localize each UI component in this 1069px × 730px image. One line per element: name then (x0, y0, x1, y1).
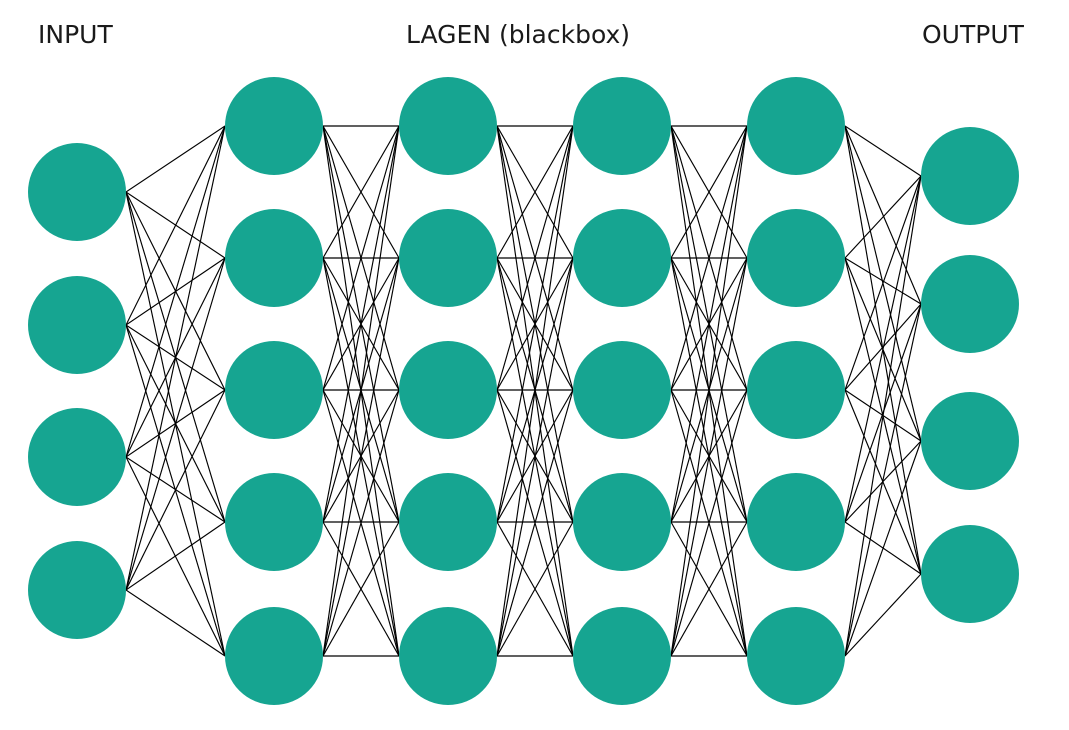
hidden-neuron (573, 77, 671, 175)
hidden-layers-label: LAGEN (blackbox) (406, 20, 631, 49)
input-neuron (28, 276, 126, 374)
connection-line (844, 125, 922, 305)
connection-line (322, 125, 400, 391)
connection-line (125, 125, 226, 458)
hidden-neuron (747, 77, 845, 175)
connection-line (844, 440, 922, 657)
connection-line (496, 389, 574, 657)
hidden-neuron (399, 209, 497, 307)
connection-line (670, 389, 748, 657)
connection-line (670, 521, 748, 657)
connection-line (125, 125, 226, 193)
connection-line (496, 125, 574, 391)
connection-line (844, 175, 922, 523)
input-neuron (28, 143, 126, 241)
connection-line (322, 257, 400, 657)
input-neuron (28, 541, 126, 639)
hidden-neuron (747, 607, 845, 705)
connection-line (496, 257, 574, 657)
connection-line (322, 521, 400, 657)
connection-line (125, 125, 226, 326)
connection-line (844, 175, 922, 657)
hidden-neuron (399, 341, 497, 439)
connection-line (125, 589, 226, 657)
connection-line (322, 125, 400, 657)
input-label: INPUT (38, 20, 113, 49)
connection-line (125, 389, 226, 591)
connection-line (670, 125, 748, 657)
connection-line (670, 125, 748, 259)
connection-line (844, 257, 922, 305)
connections (125, 125, 922, 657)
hidden-neuron (399, 607, 497, 705)
hidden-neuron (747, 341, 845, 439)
hidden-neuron (573, 607, 671, 705)
output-neuron (921, 255, 1019, 353)
connection-line (322, 125, 400, 523)
connection-line (844, 175, 922, 391)
output-label: OUTPUT (922, 20, 1024, 49)
hidden-neuron (573, 209, 671, 307)
connection-line (496, 125, 574, 523)
hidden-neuron (225, 77, 323, 175)
connection-line (125, 257, 226, 591)
neurons (28, 77, 1019, 705)
connection-line (125, 125, 226, 591)
connection-line (125, 521, 226, 591)
hidden-neuron (573, 341, 671, 439)
connection-line (844, 303, 922, 657)
hidden-neuron (399, 473, 497, 571)
connection-line (670, 125, 748, 391)
connection-line (322, 125, 400, 259)
connection-line (844, 125, 922, 177)
connection-line (670, 125, 748, 523)
hidden-neuron (225, 209, 323, 307)
connection-line (496, 125, 574, 657)
hidden-neuron (225, 607, 323, 705)
hidden-neuron (747, 209, 845, 307)
connection-line (844, 573, 922, 657)
output-neuron (921, 392, 1019, 490)
hidden-neuron (747, 473, 845, 571)
connection-line (844, 175, 922, 259)
output-neuron (921, 525, 1019, 623)
connection-line (670, 257, 748, 657)
connection-line (496, 125, 574, 259)
input-neuron (28, 408, 126, 506)
hidden-neuron (399, 77, 497, 175)
hidden-neuron (225, 341, 323, 439)
hidden-neuron (573, 473, 671, 571)
hidden-neuron (225, 473, 323, 571)
connection-line (322, 389, 400, 657)
output-neuron (921, 127, 1019, 225)
connection-line (496, 521, 574, 657)
